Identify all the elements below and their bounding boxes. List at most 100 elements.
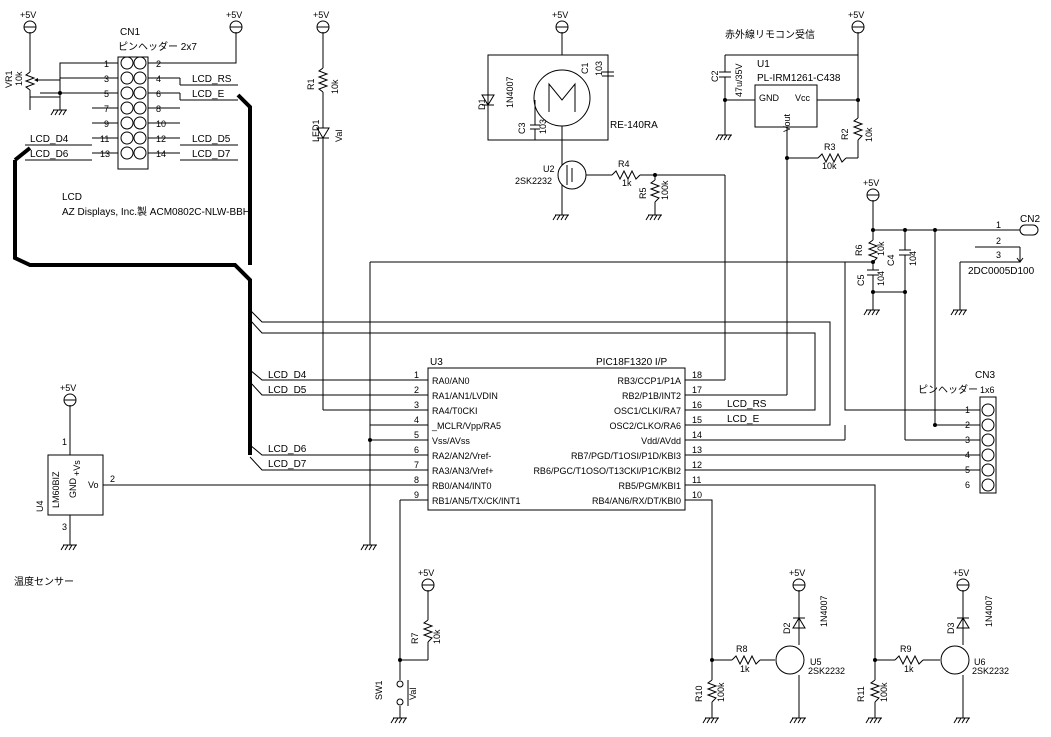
cn3-pin-pad [981, 478, 995, 492]
ground-hatch [398, 717, 403, 724]
cn1-pin-11: 11 [100, 134, 109, 144]
cn3-size: 1x6 [980, 385, 995, 395]
vcc-label: +5V [552, 10, 568, 20]
led1-ref: LED1 [311, 119, 321, 142]
bus-lcd-d7: LCD_D7 [268, 459, 307, 470]
cn1-pin-pad [120, 101, 134, 115]
c1-value: 103 [594, 61, 604, 76]
cn1-pin-pad [120, 71, 134, 85]
u3-pin-name: RB4/AN6/RX/DT/KBI0 [592, 496, 681, 506]
cn1-pin-5: 5 [104, 89, 109, 99]
sw1-ref: SW1 [374, 680, 384, 700]
u3-pin-name: RA2/AN2/Vref- [432, 451, 491, 461]
ground-hatch [564, 214, 569, 221]
u4-model: LM60BIZ [51, 471, 61, 508]
cn3-pin-6: 6 [965, 480, 970, 490]
cn1-pin-8: 8 [156, 104, 161, 114]
cn3-pin-pad [981, 403, 995, 417]
u4-temp-sensor: 1 2 3 +Vs GND Vo U4 LM60BIZ 温度センサー [14, 405, 400, 588]
cn1-pin-pad [133, 71, 147, 85]
u3-pin-name: RB3/CCP1/P1A [617, 376, 681, 386]
vcc-label: +5V [863, 178, 879, 188]
ground-hatch [954, 309, 959, 316]
c3-value: 103 [538, 119, 548, 134]
lcd-model: AZ Displays, Inc.製 ACM0802C-NLW-BBH [62, 205, 250, 218]
u4-vo: Vo [88, 480, 99, 490]
ground-hatch [368, 544, 373, 551]
d3-ref: D3 [946, 622, 956, 634]
u3-ref: U3 [430, 357, 443, 368]
lcd-bus [13, 93, 252, 455]
u1-pin-vcc: Vcc [795, 93, 811, 103]
ground-hatch [789, 717, 794, 724]
u4-pin-3: 3 [62, 522, 67, 532]
r7-ref: R7 [410, 632, 420, 644]
u3-pin-name: _MCLR/Vpp/RA5 [431, 421, 501, 431]
sw1-branch: R7 10k SW1 Val [374, 500, 442, 718]
cn3-pin-pad [981, 448, 995, 462]
sw1-value: Val [408, 688, 418, 700]
u3-pin-name: RB6/PGC/T1OSO/T13CKI/P1C/KBI2 [533, 466, 681, 476]
vr1-pot: VR1 10k [4, 32, 62, 110]
u3-pin-number: 2 [414, 385, 419, 395]
u6-value: 2SK2232 [972, 666, 1009, 676]
u3-pin-number: 18 [692, 370, 702, 380]
cn1-pin-pad [133, 146, 147, 160]
ground-hatch [60, 544, 65, 551]
ground-hatch [793, 717, 798, 724]
r8-value: 1k [740, 664, 750, 674]
driver-u5: R8 1k R10 100k D2 1N4007 U5 2SK2232 [685, 499, 845, 718]
ground-hatch [394, 717, 399, 724]
u5-ref: U5 [810, 657, 822, 667]
net-lcd-d5: LCD_D5 [192, 134, 231, 145]
cn2-model: 2DC0005D100 [968, 266, 1035, 277]
vr1-ref: VR1 [4, 70, 14, 88]
u3-pin-name: Vdd/AVdd [641, 436, 681, 446]
cn1-pin-pad [120, 56, 134, 70]
cn1-pin-9: 9 [104, 119, 109, 129]
u3-pin-number: 3 [414, 400, 419, 410]
r3-value: 10k [822, 161, 837, 171]
u3-pin-number: 5 [414, 430, 419, 440]
u3-pin-number: 17 [692, 385, 702, 395]
cn1-pin-pad [120, 86, 134, 100]
cn3-ref: CN3 [975, 370, 995, 381]
r8-ref: R8 [736, 644, 748, 654]
cn1-pin-10: 10 [156, 119, 166, 129]
r1-value: 10k [330, 79, 340, 94]
cn2-pin-3: 3 [996, 250, 1001, 260]
d1-ref: D1 [477, 98, 487, 110]
c5-ref: C5 [856, 274, 866, 286]
power-input: R6 10k C4 104 C5 104 CN2 1 2 3 2DC0005D1… [369, 200, 1040, 545]
ground-hatch [560, 214, 565, 221]
net-lcd-rs: LCD_RS [192, 74, 232, 85]
bus-lcd-d5: LCD_D5 [268, 385, 307, 396]
u3-pin-number: 13 [692, 445, 702, 455]
motor-circuit: D1 1N4007 C1 103 C3 103 RE-140RA U2 2SK2… [477, 32, 726, 381]
ir-receiver: 赤外線リモコン受信 C2 47u/35V U1 PL-IRM1261-C438 … [685, 28, 874, 396]
vcc-label: +5V [313, 10, 329, 20]
lcd-title: LCD [62, 192, 82, 203]
cn3-pin-pad [981, 463, 995, 477]
cn1-pin-pad [133, 101, 147, 115]
cn1-connector: CN1 ピンヘッダー 2x7 1 3 5 7 9 11 13 2 4 6 8 1… [25, 27, 238, 170]
cn1-pin-6: 6 [156, 89, 161, 99]
cn1-pin-pad [133, 86, 147, 100]
u1-pin-gnd: GND [759, 93, 780, 103]
ground-symbols [50, 109, 970, 724]
cn1-pin-pad [120, 146, 134, 160]
u3-pic: U3 PIC18F1320 I/P 1RA0/AN02RA1/AN1/LVDIN… [400, 357, 712, 511]
u3-pin-name: RB0/AN4/INT0 [432, 481, 492, 491]
r4-value: 1k [622, 178, 632, 188]
ground-hatch [801, 717, 806, 724]
r6-ref: R6 [854, 244, 864, 256]
ground-hatch [653, 214, 658, 221]
net-lcd-e: LCD_E [192, 89, 225, 100]
u1-pin-vout: Vout [782, 113, 792, 132]
vcc-label: +5V [60, 383, 76, 393]
ground-hatch [62, 109, 67, 116]
temp-sensor-caption: 温度センサー [14, 575, 74, 588]
ground-hatch [64, 544, 69, 551]
ground-hatch [865, 717, 870, 724]
ground-hatch [552, 214, 557, 221]
